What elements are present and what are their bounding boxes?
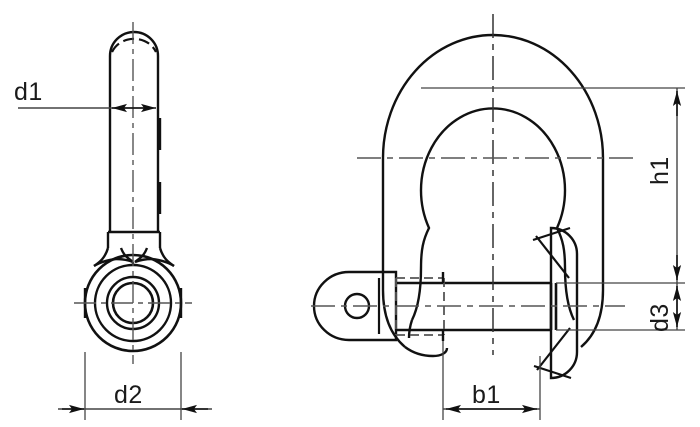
front-view-left-leg [381,267,449,358]
d3-label: d3 [646,303,674,332]
b1-label: b1 [472,381,501,409]
dimension-d2: d2 [58,352,212,420]
dimension-b1: b1 [442,341,541,420]
dimension-d3: d3 [556,283,685,332]
d2-label: d2 [114,381,143,409]
left-view-collar [106,230,162,248]
front-view-pin-shaft [396,281,551,332]
h1-label: h1 [646,156,674,185]
dimension-d1: d1 [14,78,156,113]
front-view-right-boss [549,226,579,380]
front-view-pin-head [312,270,398,342]
d1-label: d1 [14,78,43,106]
right-front-view [311,14,633,380]
left-side-view [74,22,192,364]
dimension-h1: h1 [421,87,685,284]
left-view-shank-outline [108,30,160,232]
left-view-shank-top-dashes [111,37,157,53]
